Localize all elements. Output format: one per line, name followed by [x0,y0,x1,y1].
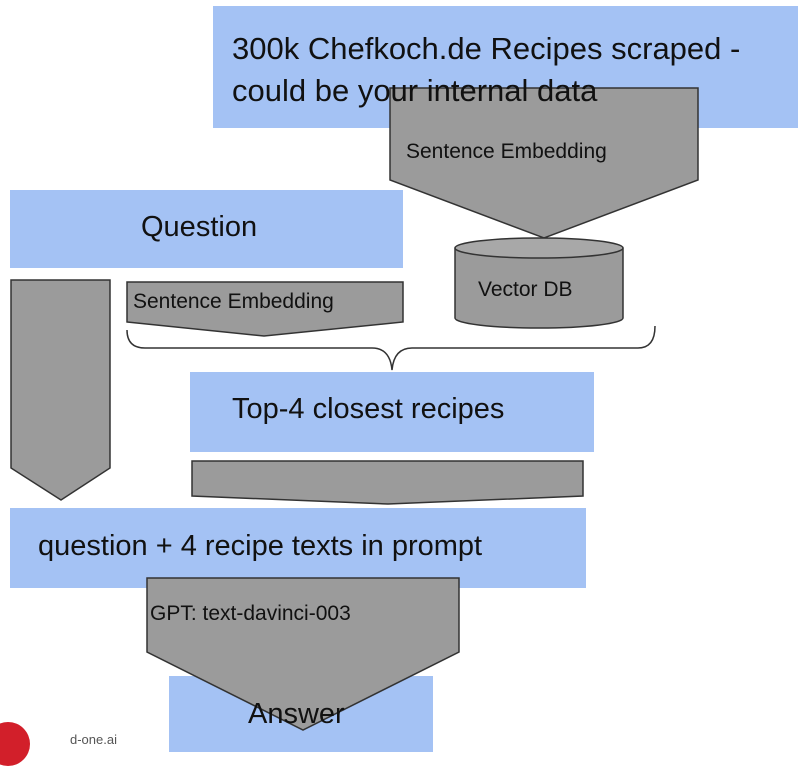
top4-recipes-box [190,372,594,452]
answer-label: Answer [248,698,345,730]
merge-brace [126,325,656,371]
source-line-2: could be your internal data [232,73,598,108]
top4-to-prompt-arrow [191,460,584,505]
prompt-label: question + 4 recipe texts in prompt [38,530,483,562]
source-embedding-label: Sentence Embedding [406,140,607,163]
question-embedding-arrow [126,281,404,337]
top4-label: Top-4 closest recipes [232,393,505,425]
question-embedding-label: Sentence Embedding [133,290,334,313]
llm-arrow [146,577,460,731]
vector-db-cylinder [454,237,624,329]
source-line-1: 300k Chefkoch.de Recipes scraped - [232,31,741,66]
llm-label: GPT: text-davinci-003 [150,602,351,625]
prompt-box [10,508,586,588]
question-label: Question [141,211,258,243]
vector-db-label: Vector DB [478,278,573,301]
logo-text: d-one.ai [70,732,117,747]
source-embedding-arrow [389,87,699,239]
question-to-prompt-arrow [10,279,111,501]
question-box [10,190,403,268]
